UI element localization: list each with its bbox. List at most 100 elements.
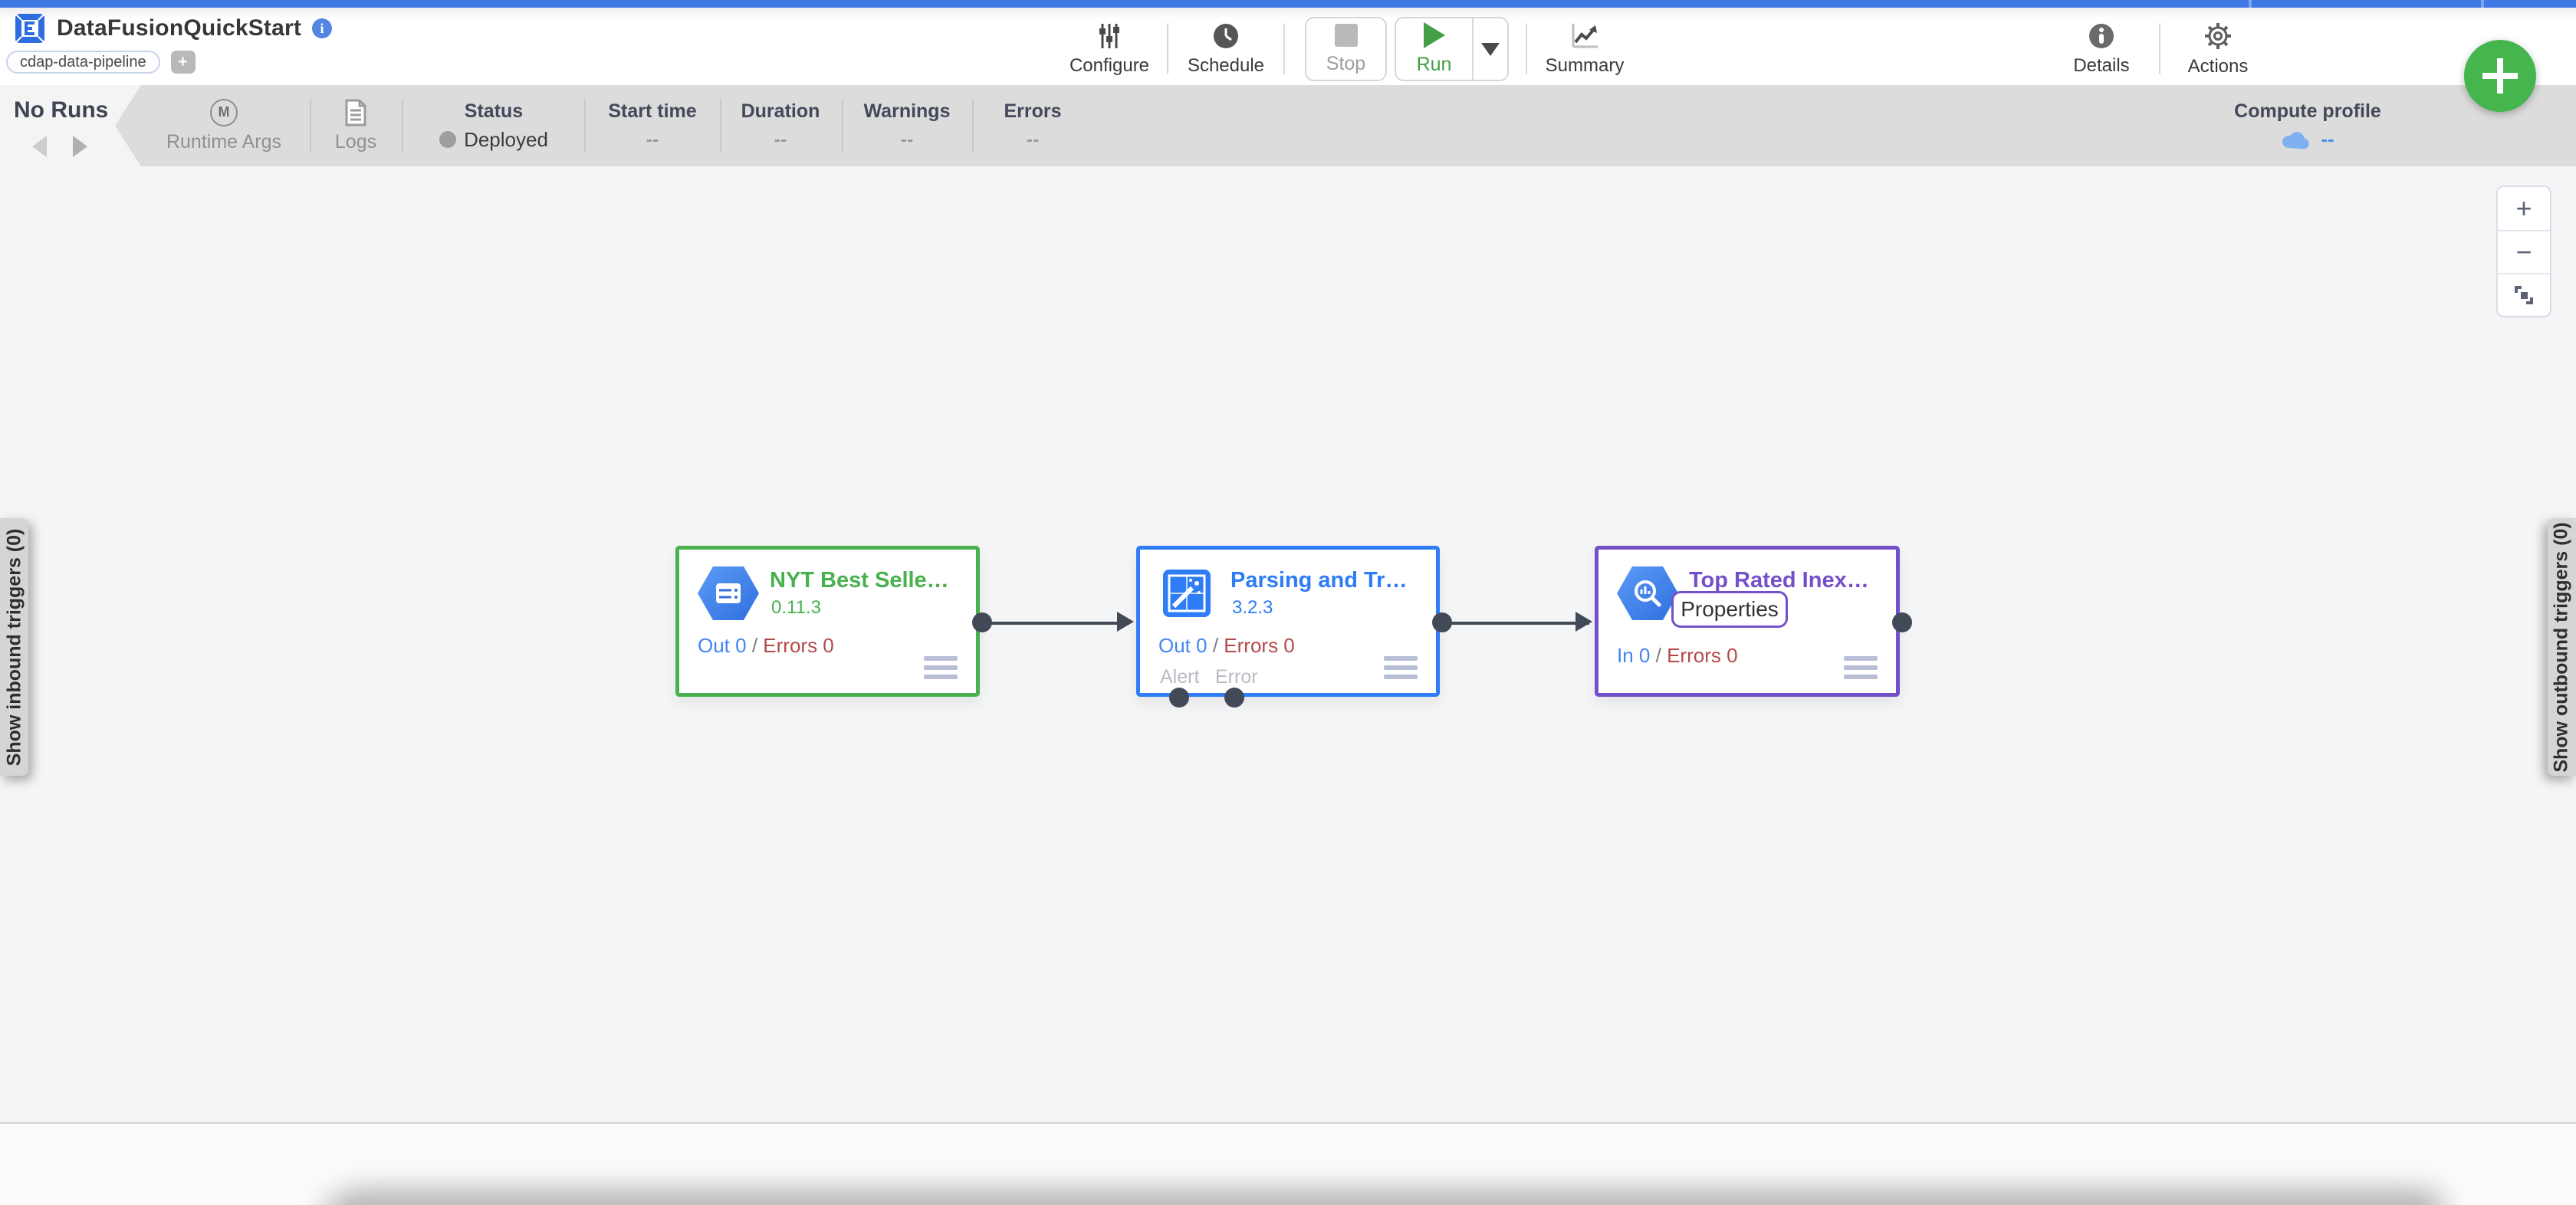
bottom-panel-shadow: [322, 1191, 2442, 1205]
node-title: NYT Best Selle…: [770, 568, 949, 593]
outbound-triggers-tab[interactable]: Show outbound triggers (0): [2548, 518, 2576, 776]
datastore-hexagon-icon: [698, 566, 759, 620]
output-port-sink-node[interactable]: [1892, 612, 1912, 632]
status-value: Deployed: [464, 127, 548, 151]
errors-metric[interactable]: Errors 0: [1667, 644, 1738, 667]
details-label: Details: [2073, 54, 2130, 76]
warnings-value: --: [900, 129, 914, 150]
warnings-column: Warnings --: [842, 85, 972, 166]
status-dot-icon: [439, 131, 457, 148]
gear-icon: [2205, 22, 2231, 49]
runtime-args-icon: M: [210, 98, 238, 126]
schedule-label: Schedule: [1187, 54, 1265, 76]
cloud-icon: [2282, 131, 2309, 149]
errors-metric[interactable]: Errors 0: [763, 634, 834, 657]
fit-to-screen-icon: [2515, 286, 2533, 304]
status-header: Status: [464, 100, 524, 122]
in-metric[interactable]: In 0: [1617, 644, 1651, 667]
sliders-icon: [1099, 23, 1119, 48]
summary-label: Summary: [1545, 54, 1625, 76]
inbound-triggers-tab[interactable]: Show inbound triggers (0): [0, 518, 28, 776]
runbar-divider: [310, 99, 311, 153]
fit-to-screen-button[interactable]: [2498, 273, 2550, 316]
output-port-source-node[interactable]: [972, 612, 992, 632]
alert-port[interactable]: [1169, 688, 1189, 708]
connection-arrowhead-icon: [1117, 612, 1134, 632]
stop-button[interactable]: Stop: [1305, 17, 1387, 81]
add-tag-button[interactable]: +: [170, 51, 196, 74]
node-menu-button[interactable]: [1384, 656, 1418, 679]
wrangler-icon: [1163, 570, 1211, 617]
add-plugin-fab[interactable]: [2464, 40, 2536, 112]
plus-icon: [2482, 58, 2518, 94]
runbar-divider: [972, 99, 974, 153]
node-title: Parsing and Tr…: [1230, 568, 1408, 593]
stop-icon: [1334, 23, 1358, 47]
pipeline-header: DataFusionQuickStart i cdap-data-pipelin…: [0, 8, 2576, 85]
out-metric[interactable]: Out 0: [1158, 634, 1208, 657]
errors-metric[interactable]: Errors 0: [1224, 634, 1295, 657]
configure-button[interactable]: Configure: [1064, 14, 1155, 84]
start-time-value: --: [646, 129, 659, 150]
start-time-label: Start time: [608, 100, 697, 122]
no-runs-label: No Runs: [14, 97, 109, 123]
error-port[interactable]: [1224, 688, 1244, 708]
play-icon: [1423, 22, 1445, 48]
duration-label: Duration: [741, 100, 820, 122]
next-run-button[interactable]: [73, 136, 87, 157]
node-version: 3.2.3: [1232, 597, 1273, 618]
runs-tab-notch: [115, 85, 141, 166]
pipeline-canvas[interactable]: + − Show inbound triggers (0) Show outbo…: [0, 166, 2576, 1122]
node-parsing-transform[interactable]: Parsing and Tr… 3.2.3 Out 0 / Errors 0 A…: [1136, 546, 1440, 697]
errors-value: --: [1026, 129, 1040, 150]
runbar-divider: [402, 99, 403, 153]
outbound-triggers-label: Show outbound triggers (0): [2551, 521, 2573, 773]
node-nyt-best-sellers[interactable]: NYT Best Selle… 0.11.3 Out 0 / Errors 0: [675, 546, 980, 697]
toolbar-right: Details Actions: [2056, 14, 2263, 84]
metric-separator: /: [1655, 644, 1661, 667]
compute-profile-label: Compute profile: [2234, 100, 2381, 122]
brand-block: DataFusionQuickStart i: [14, 12, 333, 44]
info-icon: [2089, 23, 2114, 48]
compute-profile-value: --: [2321, 127, 2334, 150]
bigquery-hexagon-icon: [1617, 566, 1678, 620]
runtime-args-button[interactable]: M Runtime Args: [155, 85, 293, 166]
node-menu-button[interactable]: [924, 656, 958, 679]
connection-line: [982, 622, 1129, 625]
canvas-zoom-controls: + −: [2496, 186, 2551, 317]
node-properties-button[interactable]: Properties: [1671, 591, 1788, 628]
node-menu-button[interactable]: [1844, 656, 1878, 679]
logs-button[interactable]: Logs: [311, 85, 400, 166]
zoom-out-button[interactable]: −: [2498, 230, 2550, 273]
errors-column: Errors --: [968, 85, 1098, 166]
schedule-button[interactable]: Schedule: [1181, 14, 1271, 84]
actions-button[interactable]: Actions: [2173, 14, 2263, 84]
out-metric[interactable]: Out 0: [698, 634, 747, 657]
toolbar-center: Configure Schedule Stop Run: [1064, 14, 1630, 84]
node-top-rated-sink[interactable]: Top Rated Inex… Properties In 0 / Errors…: [1595, 546, 1900, 697]
errors-label: Errors: [1004, 100, 1062, 122]
run-options-dropdown[interactable]: [1472, 18, 1507, 80]
toolbar-divider: [1283, 24, 1285, 74]
node-version: 0.11.3: [771, 597, 821, 618]
logs-icon: [345, 99, 366, 126]
compute-profile-row: --: [2281, 127, 2334, 151]
node-metrics: Out 0 / Errors 0: [1158, 634, 1295, 658]
status-block: Status Deployed: [405, 85, 583, 166]
pipeline-info-icon[interactable]: i: [312, 18, 333, 38]
node-metrics: Out 0 / Errors 0: [698, 634, 834, 658]
run-button[interactable]: Run: [1396, 18, 1472, 80]
clock-icon: [1214, 23, 1238, 48]
chevron-down-icon: [1481, 42, 1500, 56]
zoom-in-button[interactable]: +: [2498, 187, 2550, 230]
connection-line: [1442, 622, 1589, 625]
run-button-group: Run: [1395, 17, 1509, 81]
details-button[interactable]: Details: [2056, 14, 2147, 84]
duration-column: Duration --: [715, 85, 846, 166]
runbar-divider: [584, 99, 586, 153]
topbar-divider: [2481, 0, 2484, 8]
previous-run-button[interactable]: [32, 136, 47, 157]
summary-button[interactable]: Summary: [1539, 14, 1630, 84]
output-port-transform-node[interactable]: [1432, 612, 1452, 632]
alert-port-label: Alert: [1160, 666, 1200, 688]
